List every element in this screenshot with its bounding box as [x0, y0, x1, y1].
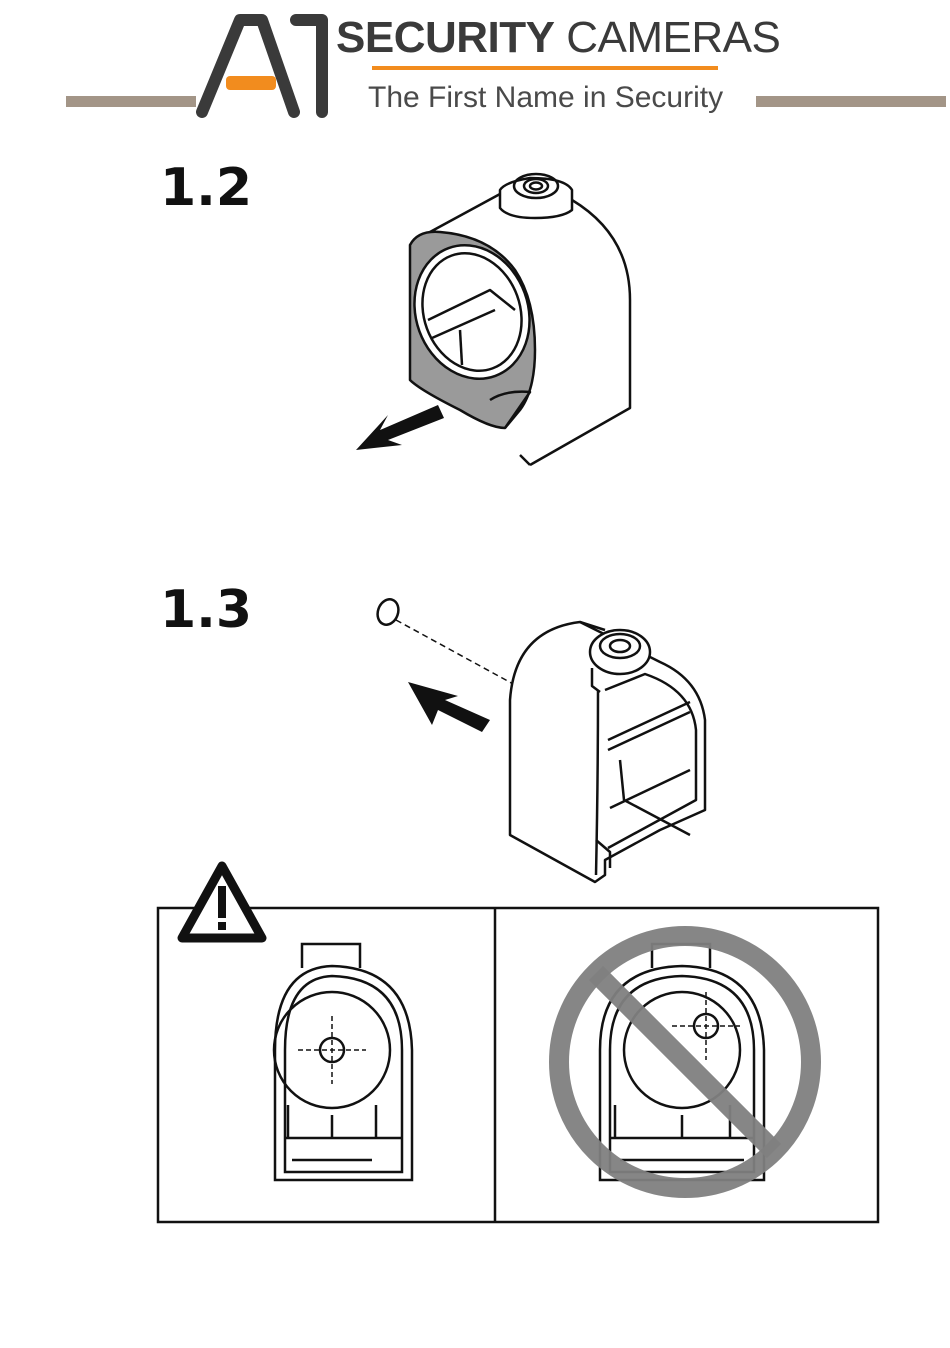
page-header: SECURITY CAMERAS The First Name in Secur… [0, 0, 950, 130]
insertion-arrow-icon [408, 682, 490, 732]
o-ring [374, 596, 402, 627]
brand-title: SECURITY CAMERAS [336, 12, 780, 64]
step-label-1-3: 1.3 [160, 580, 252, 640]
o-ring-guide-line [396, 620, 515, 685]
bracket-illustration-step-1-2 [340, 160, 650, 480]
bracket-illustration-step-1-3 [370, 590, 715, 885]
brand-title-strong: SECURITY [336, 13, 554, 62]
title-underline [372, 66, 718, 70]
brand-title-light: CAMERAS [566, 13, 780, 62]
brand-tagline: The First Name in Security [368, 78, 723, 118]
logo-accent-bar [226, 76, 276, 90]
comparison-frame [158, 908, 878, 1222]
header-rule-left [66, 96, 196, 107]
orientation-comparison-panel [150, 860, 885, 1230]
warning-triangle-icon [182, 866, 262, 938]
removal-arrow-icon [356, 405, 444, 450]
header-rule-right [756, 96, 946, 107]
step-label-1-2: 1.2 [160, 158, 252, 218]
a1-logo-icon [202, 20, 322, 112]
